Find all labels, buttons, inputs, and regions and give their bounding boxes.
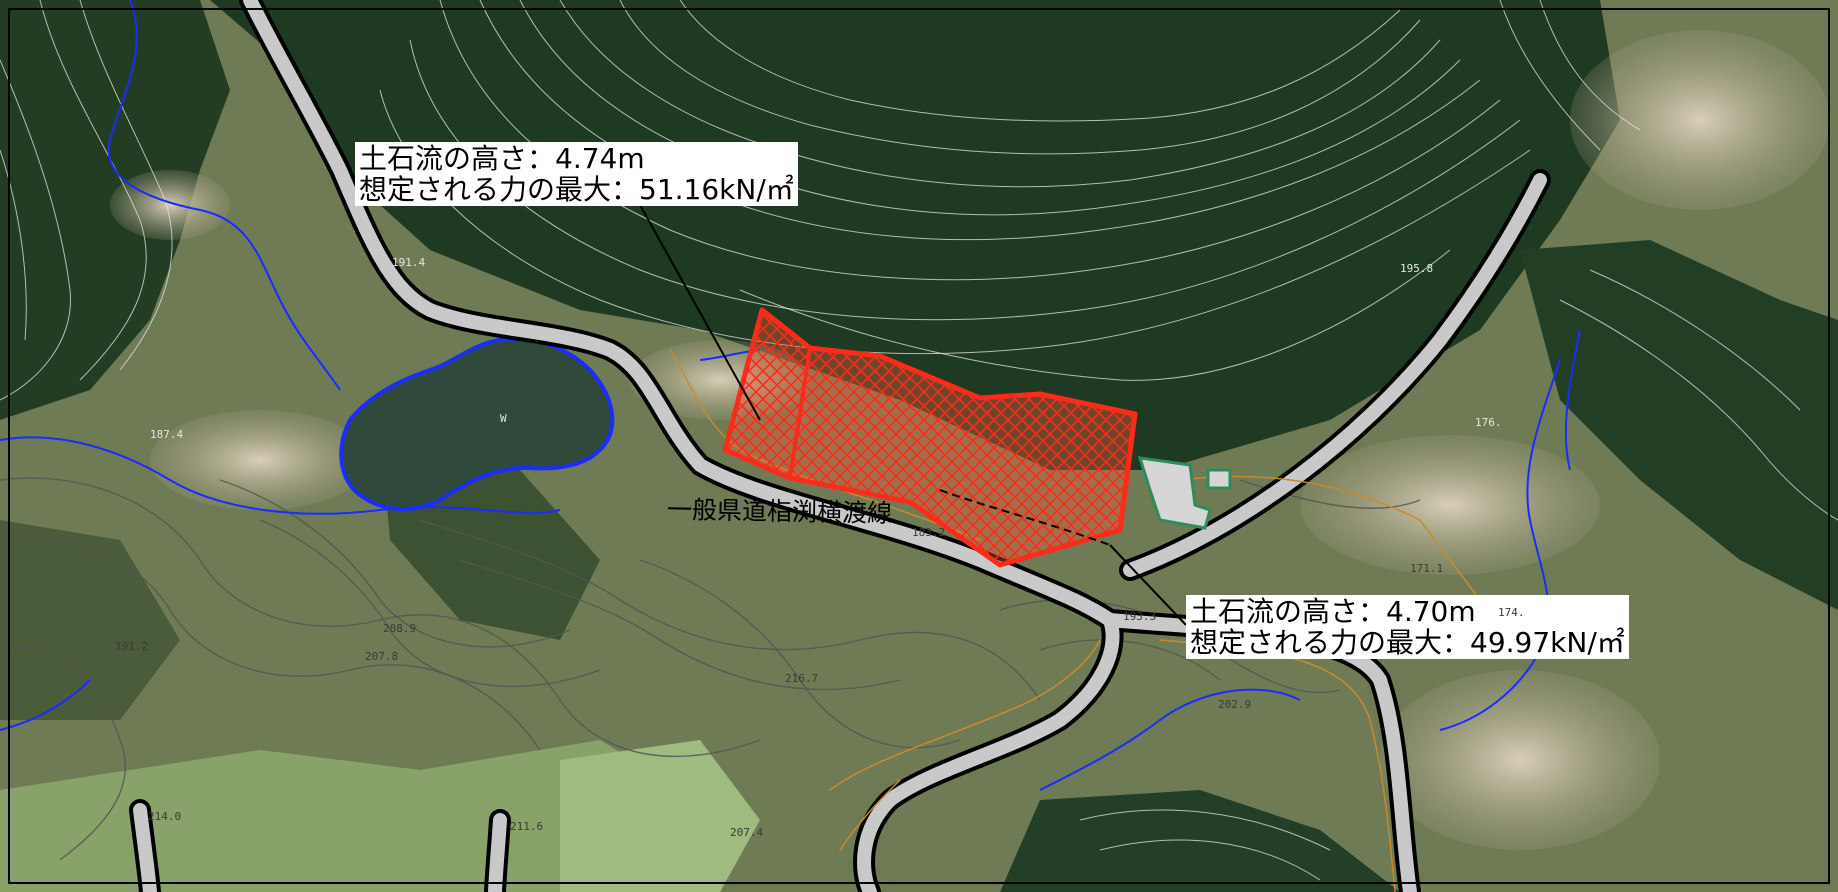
callout-upper: 土石流の高さ：4.74m 想定される力の最大：51.16kN/㎡ (355, 142, 798, 206)
elevation-label: 202.9 (1218, 698, 1252, 711)
elevation-label: 183.2 (912, 526, 946, 539)
elevation-label: 171.1 (1410, 562, 1444, 575)
elevation-label: 207.4 (730, 826, 764, 839)
elevation-label: 191.4 (392, 256, 426, 269)
elevation-label: 207.8 (365, 650, 399, 663)
elevation-label: 193.3 (1123, 610, 1157, 623)
contour-lines-dark (0, 477, 1421, 861)
clearings (0, 30, 1830, 892)
buildings (1137, 456, 1232, 530)
debris-flow-hazard-zone[interactable] (722, 307, 1138, 568)
elevation-label: 214.0 (148, 810, 182, 823)
elevation-label: 191.2 (115, 640, 149, 653)
water-features (0, 0, 1581, 791)
leader-lines (639, 204, 1187, 626)
elevation-label: 176. (1475, 416, 1502, 429)
callout-lower-force: 想定される力の最大：49.97kN/㎡ (1190, 626, 1625, 659)
pond (339, 337, 615, 512)
elevation-label: 174. (1498, 606, 1525, 619)
elevation-label: 187.4 (150, 428, 184, 441)
hazard-zone-divider (788, 347, 812, 479)
road-label-prefectural: 一般県道栺渕横渡線 (666, 495, 893, 528)
elevation-label: 216.7 (785, 672, 819, 685)
map-frame (8, 8, 1830, 884)
callout-lower-height: 土石流の高さ：4.70m (1190, 595, 1476, 628)
elevation-label: 208.9 (383, 622, 417, 635)
hazard-zone-flow-path (939, 489, 1111, 546)
elevation-label: 195.8 (1400, 262, 1434, 275)
callout-upper-height: 土石流の高さ：4.74m (359, 142, 645, 175)
callout-upper-force: 想定される力の最大：51.16kN/㎡ (359, 173, 794, 206)
water-label: W (500, 412, 507, 425)
elevation-label: 211.6 (510, 820, 544, 833)
callout-lower: 土石流の高さ：4.70m 想定される力の最大：49.97kN/㎡ (1186, 595, 1629, 659)
